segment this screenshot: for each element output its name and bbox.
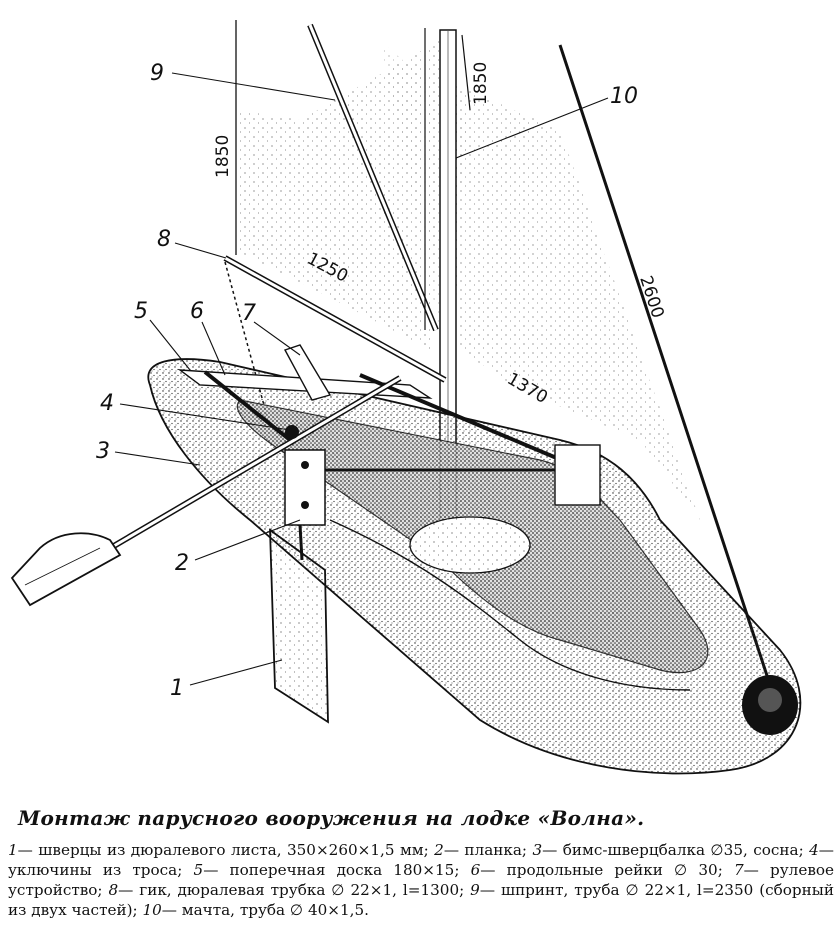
leader-lines [114,72,609,686]
caption-title: Монтаж парусного вооружения на лодке «Во… [18,806,645,830]
label-2: 2 [175,551,189,576]
bracket-plate-2 [284,449,326,526]
legend-item-10: 10— мачта, труба ∅ 40×1,5. [142,901,369,919]
label-4: 4 [100,391,114,416]
label-9: 9 [150,61,164,86]
legend-item-2: 2— планка; [434,841,533,859]
label-3: 3 [96,439,110,464]
dim-stay: 2600 [635,273,667,320]
legend-item-9: 9— шпринт, труба ∅ 22×1, l=2350 (сборный… [8,881,834,919]
part-labels: 9 10 8 5 6 7 4 3 2 1 [96,61,638,701]
dim-mast-left: 1850 [213,135,233,178]
leeboard-1 [269,524,329,724]
longitudinal-rails-6 [203,370,601,506]
oarlock-4 [285,425,299,439]
label-7: 7 [242,301,256,326]
boat-rigging-diagram: 9 10 8 5 6 7 4 3 2 1 1850 1850 1250 1370… [10,20,802,775]
oar [10,375,402,607]
label-10: 10 [610,84,638,109]
mast-10 [424,28,471,521]
legend-item-4: 4— уключины из троса; [8,841,834,879]
legend-item-5: 5— поперечная доска 180×15; [193,861,471,879]
label-5: 5 [134,299,148,324]
legend-item-7: 7— рулевое устройство; [8,861,834,899]
label-8: 8 [157,227,171,252]
label-6: 6 [190,299,204,324]
forestay [558,44,777,701]
sprit-9 [307,23,439,332]
legend-item-1: 1— шверцы из дюралевого листа, 350×260×1… [8,841,435,859]
legend-item-8: 8— гик, дюралевая трубка ∅ 22×1, l=1300; [108,881,471,899]
dim-mast-right: 1850 [471,62,491,105]
legend-item-6: 6— продольные рейки ∅ 30; [470,861,734,879]
label-1: 1 [170,676,184,701]
caption-legend: 1— шверцы из дюралевого листа, 350×260×1… [8,840,834,920]
legend-item-3: 3— бимс-шверцбалка ∅35, сосна; [532,841,810,859]
rudder-device-7 [283,344,332,401]
boom-8 [223,255,447,421]
